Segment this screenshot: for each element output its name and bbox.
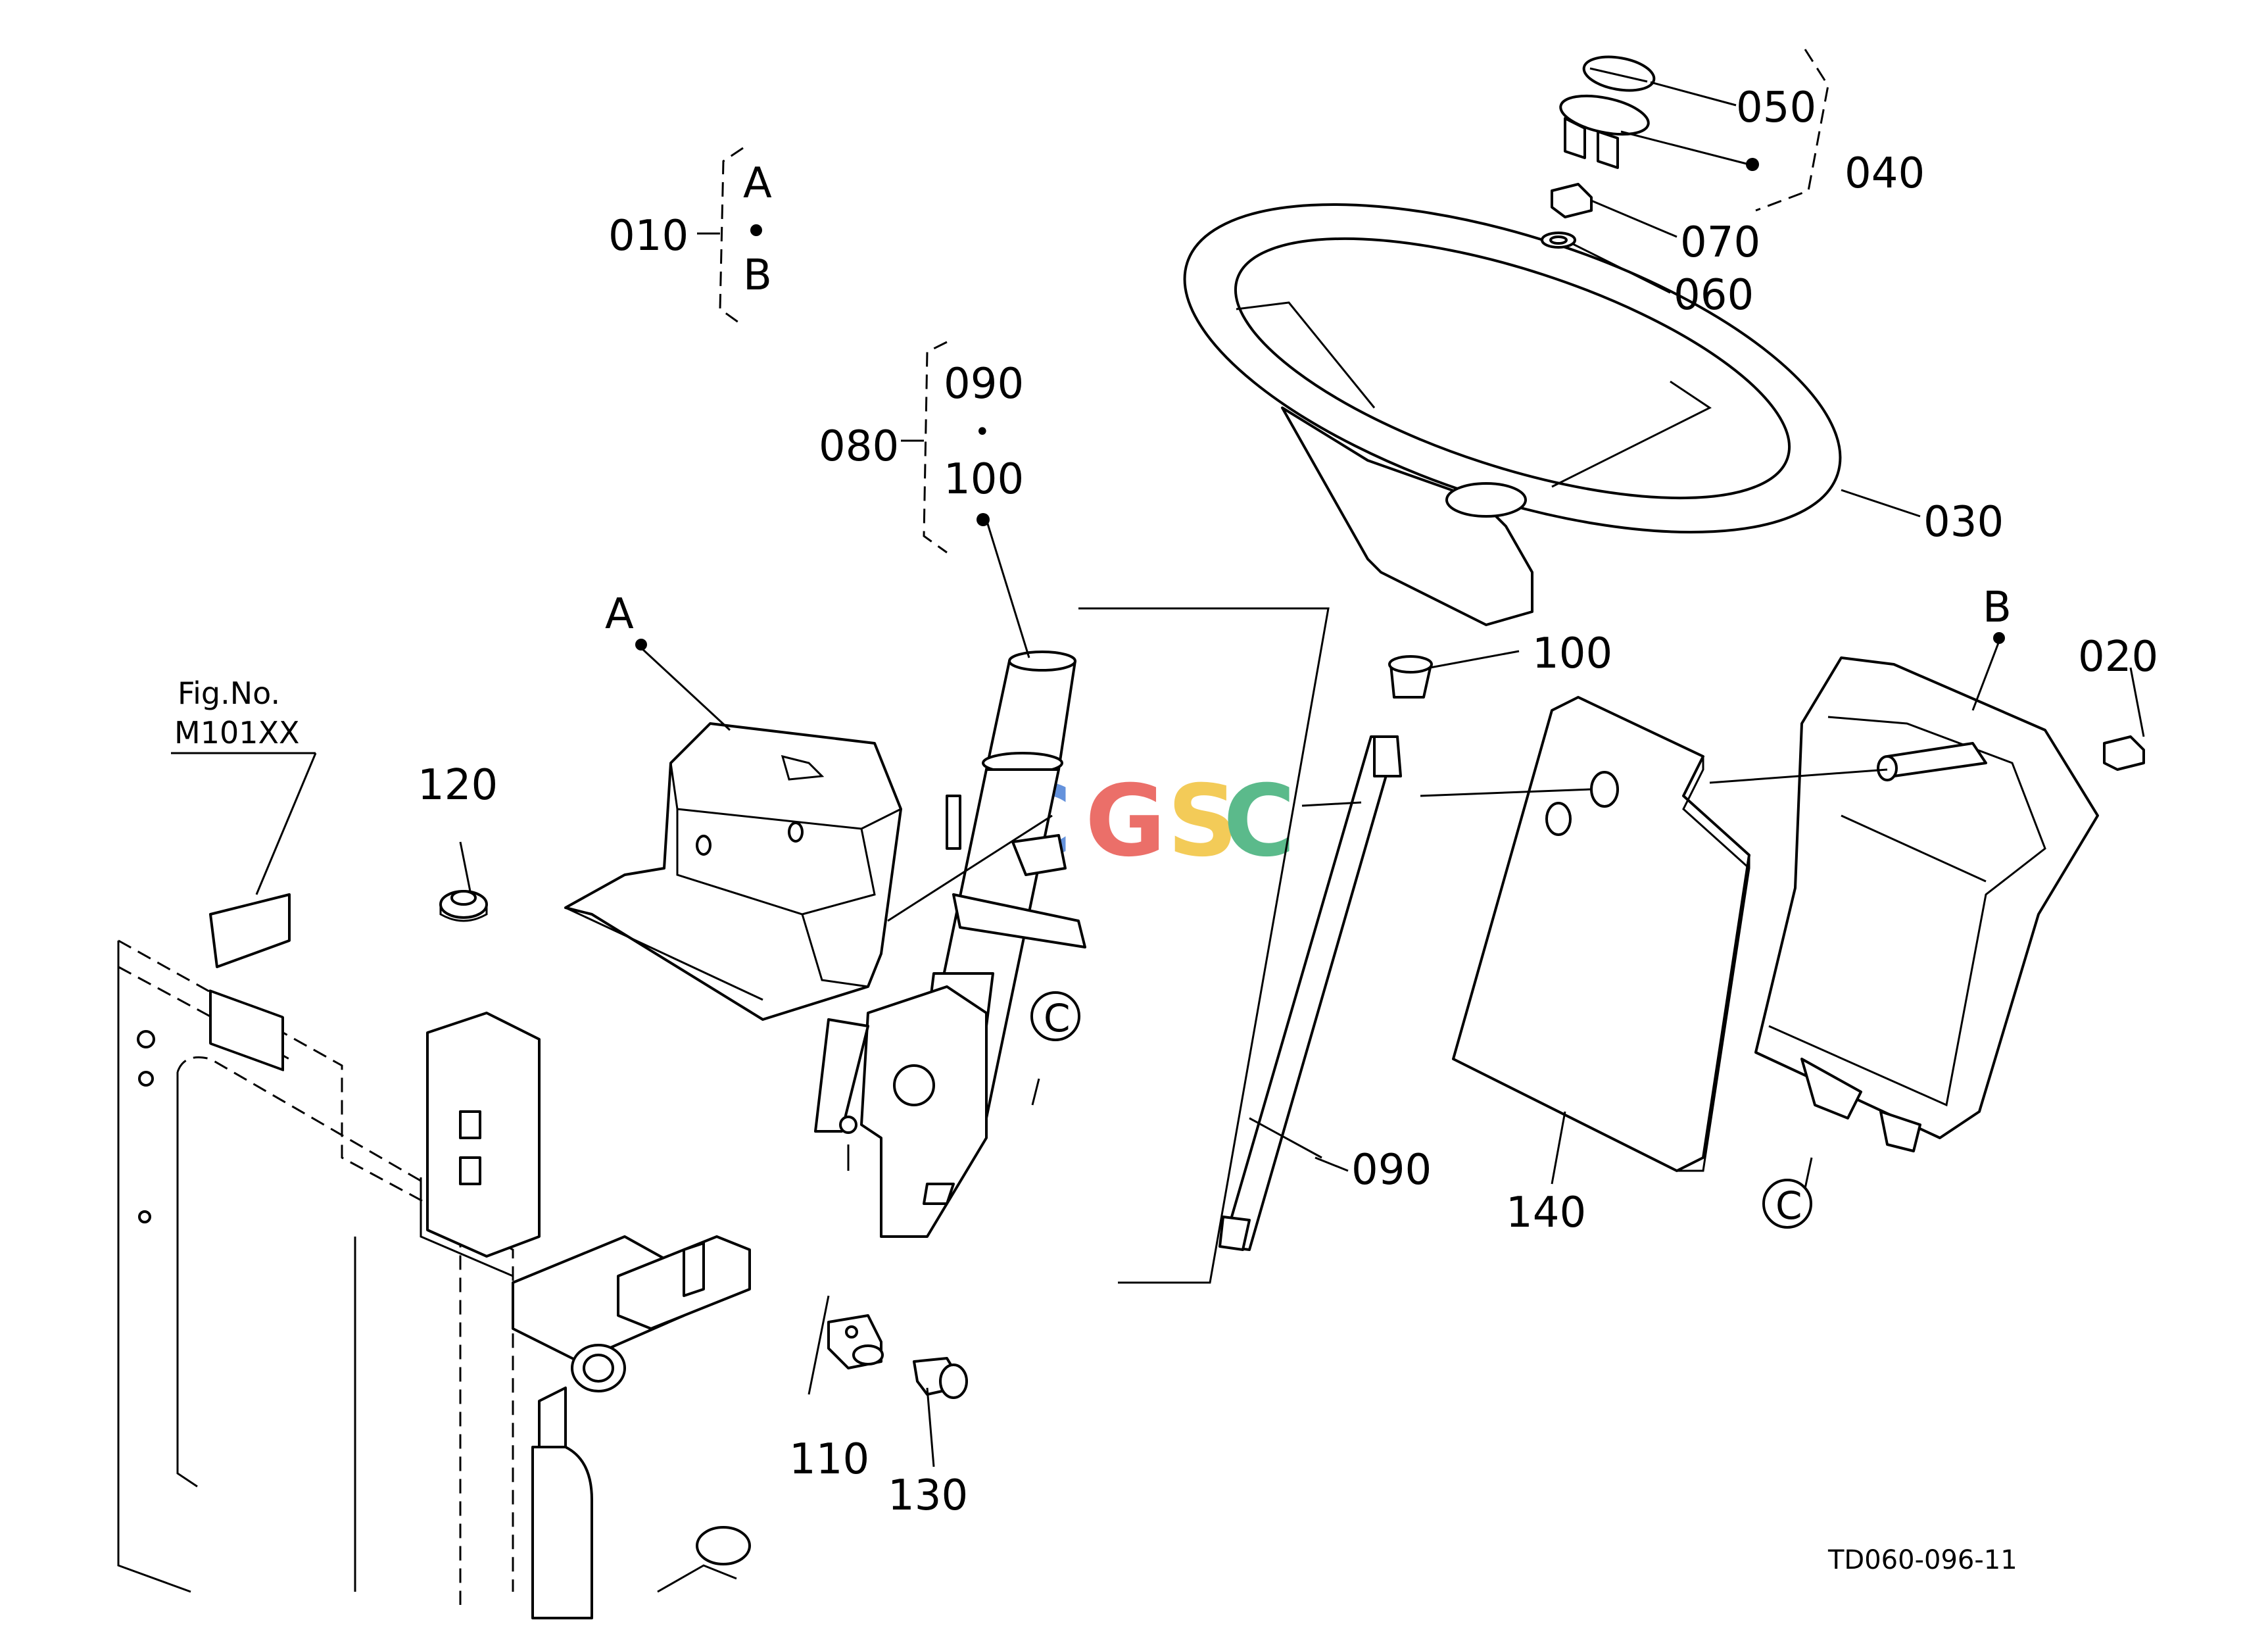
- steering-wheel: [1183, 203, 1842, 626]
- callout-020: 020: [2078, 633, 2158, 681]
- steering-shaft: [1218, 655, 1433, 1251]
- chassis-frame: [117, 893, 751, 1619]
- ref-a-label: A: [605, 590, 634, 639]
- callout-110: 110: [789, 1435, 869, 1484]
- callout-120: 120: [418, 761, 498, 810]
- figure-ref-line1: Fig.No.: [178, 676, 280, 711]
- group-080-dot: •: [975, 417, 990, 447]
- ref-b-label: B: [1983, 583, 2012, 632]
- callout-140: 140: [1506, 1189, 1586, 1237]
- callout-100: 100: [1532, 629, 1612, 678]
- group-010-bracket: [719, 147, 744, 327]
- callout-070: 070: [1680, 218, 1760, 267]
- group-010-top: A: [743, 159, 772, 208]
- callout-050: 050: [1736, 84, 1816, 132]
- watermark-letter-2: G: [1085, 764, 1166, 879]
- panel-b: [1754, 656, 2145, 1152]
- group-080-code: 080: [819, 422, 899, 471]
- callout-090: 090: [1351, 1146, 1432, 1194]
- group-080-top: 090: [944, 360, 1024, 408]
- watermark-letter-3: S: [1167, 764, 1238, 879]
- callout-030: 030: [1923, 498, 2004, 547]
- callout-130: 130: [888, 1471, 968, 1520]
- ref-c-label-2: C: [1775, 1183, 1802, 1228]
- callout-040: 040: [1845, 149, 1925, 198]
- panel-a: [564, 722, 902, 1021]
- ref-c-circle-2: [1762, 1179, 1812, 1229]
- group-010-bottom: B: [743, 251, 772, 300]
- ref-c-circle-1: [1030, 991, 1080, 1041]
- figure-ref-line2: M101XX: [174, 715, 300, 750]
- group-010-dot: •: [750, 216, 765, 247]
- group-080-bottom: 100: [944, 455, 1024, 504]
- cover-plate: [1452, 696, 1750, 1172]
- group-080-bracket: [923, 341, 948, 554]
- group-010-code: 010: [608, 212, 688, 260]
- drawing-code: TD060-096-11: [1827, 1545, 2017, 1575]
- leader-dots: [635, 158, 2005, 651]
- nut-120: [439, 890, 488, 922]
- switch-and-bolt: [827, 1314, 968, 1399]
- steering-column: [814, 651, 1086, 1238]
- group-040-bracket: [1755, 49, 1829, 212]
- horn-cap-parts: [1541, 55, 1656, 249]
- leader-lines: [171, 81, 2145, 1467]
- callout-060: 060: [1674, 271, 1754, 320]
- ref-c-label-1: C: [1044, 996, 1071, 1041]
